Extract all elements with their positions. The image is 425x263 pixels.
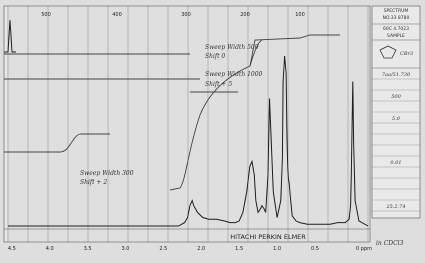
bottom-axis: 4.5 4.0 3.5 3.0 2.5 2.0 1.5 1.0 0.5 0 ppm <box>8 246 372 252</box>
top-tick-label: 100 <box>295 12 305 18</box>
top-tick-label: 400 <box>112 12 122 18</box>
bottom-tick-label: 3.5 <box>84 246 92 252</box>
bottom-tick-label: 1.0 <box>273 246 281 252</box>
footer-brand: HITACHI PERKIN ELMER <box>230 233 306 241</box>
integral-trace-3 <box>4 133 110 153</box>
info-row-value: 25.2.74 <box>385 204 405 210</box>
sweep-3-line-2: Shift + 2 <box>80 179 107 186</box>
top-tick-label: 300 <box>181 12 191 18</box>
bottom-tick-label: 4.0 <box>46 246 54 252</box>
chart-frame <box>3 5 371 243</box>
info-row-value: 5.0 <box>392 116 401 122</box>
spectrum-line <box>8 55 369 227</box>
bottom-end-label: 0 ppm <box>356 246 372 252</box>
integral-step-upper <box>249 39 263 67</box>
bottom-tick-label: 1.5 <box>235 246 243 252</box>
reference-peak <box>4 19 16 53</box>
annotation-sweep-2: Sweep Width 1000 Shift + 5 <box>205 71 263 88</box>
spectrum-number: NO.33 8780 <box>383 15 410 21</box>
sweep-2-line-1: Sweep Width 1000 <box>205 71 263 78</box>
top-axis: 500 400 300 200 100 <box>41 12 305 18</box>
sweep-3-line-1: Sweep Width 300 <box>80 170 134 177</box>
info-row-value: 500 <box>391 94 401 100</box>
sweep-1-line-2: Shift 0 <box>205 53 225 60</box>
molecule-label: CBr3 <box>400 51 413 57</box>
sweep-2-line-2: Shift + 5 <box>205 81 232 88</box>
molecule-sketch <box>379 45 397 59</box>
info-rows: 7aa/51.730 500 5.0 0.01 25.2.74 <box>372 72 420 212</box>
bottom-tick-label: 4.5 <box>8 246 16 252</box>
spectrum-label: SPECTRUM <box>384 8 409 14</box>
info-row-value: 7aa/51.730 <box>382 72 411 78</box>
top-tick-label: 500 <box>41 12 51 18</box>
annotation-sweep-3: Sweep Width 300 Shift + 2 <box>80 170 134 186</box>
integral-step-main <box>169 34 340 191</box>
sample-label: SAMPLE <box>387 33 405 39</box>
integral-traces <box>4 34 340 191</box>
frequency-label: 60C 4.7023 <box>383 26 409 32</box>
solvent-note: in CDCl3 <box>376 240 404 247</box>
info-panel: 7aa/51.730 500 5.0 0.01 25.2.74 SPECTRUM NO.… <box>371 5 421 219</box>
bottom-tick-label: 2.5 <box>159 246 167 252</box>
info-row-value: 0.01 <box>390 160 401 166</box>
bottom-tick-label: 3.0 <box>121 246 129 252</box>
sweep-1-line-1: Sweep Width 500 <box>205 44 259 51</box>
grid-lines <box>7 6 369 242</box>
bottom-tick-label: 0.5 <box>311 246 319 252</box>
top-tick-label: 200 <box>240 12 250 18</box>
bottom-tick-label: 2.0 <box>197 246 205 252</box>
annotation-sweep-1: Sweep Width 500 Shift 0 <box>205 44 259 60</box>
